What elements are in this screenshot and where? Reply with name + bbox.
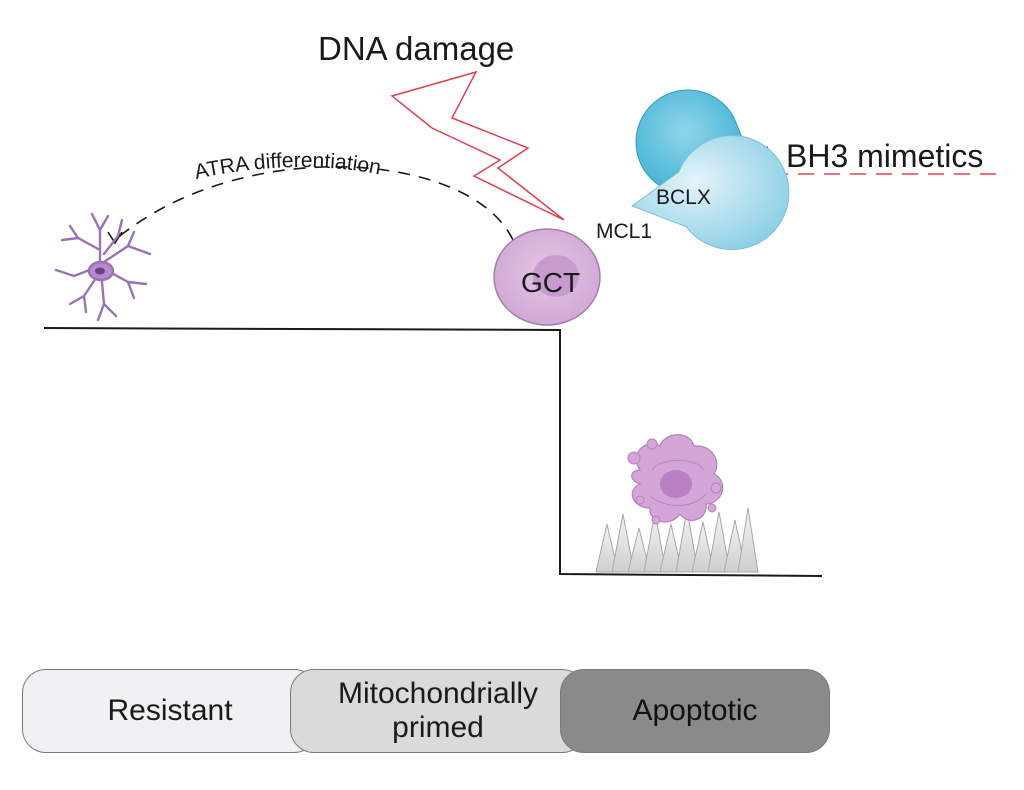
resistant-label: Resistant <box>107 693 233 727</box>
primed-label: Mitochondrially primed <box>337 676 539 745</box>
apoptotic-cell-icon <box>627 434 724 525</box>
mcl1-label: MCL1 <box>596 220 652 243</box>
dna-damage-lightning-icon <box>390 70 565 221</box>
gct-cell-icon <box>493 228 601 326</box>
landscape-line <box>43 327 823 577</box>
atra-arrow <box>107 165 514 245</box>
apoptotic-label: Apoptotic <box>632 693 758 727</box>
mcl1-protein-icon <box>630 135 790 251</box>
dna-damage-label: DNA damage <box>318 30 515 67</box>
spikes-icon <box>595 507 759 573</box>
resistant-state-box: Resistant <box>22 669 318 753</box>
gct-label: GCT <box>521 267 580 298</box>
atra-label: ATRA differentiation <box>192 149 382 184</box>
differentiated-cell-icon <box>54 212 152 322</box>
apoptotic-state-box: Apoptotic <box>560 669 830 753</box>
bh3-mimetics-label: BH3 mimetics <box>786 138 984 174</box>
bclx-label: BCLX <box>656 186 711 209</box>
primed-state-box: Mitochondrially primed <box>290 669 586 753</box>
